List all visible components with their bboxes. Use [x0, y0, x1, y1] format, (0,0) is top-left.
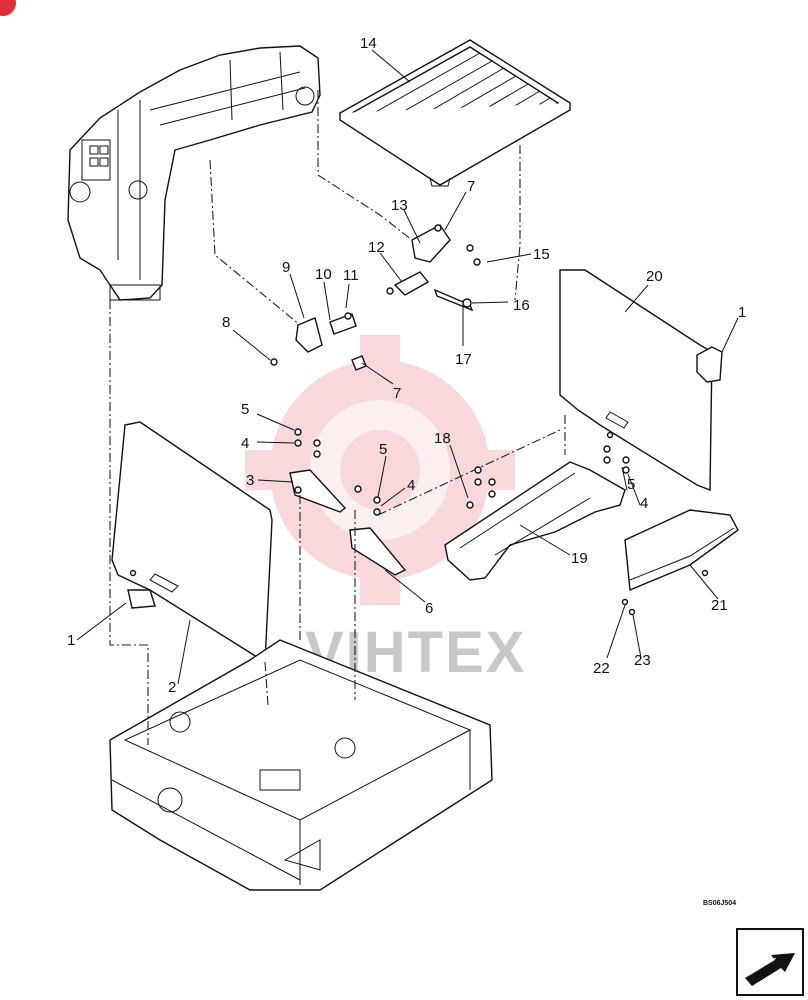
callout-17: 17: [455, 351, 472, 368]
callout-4-left: 4: [241, 435, 249, 452]
callout-20: 20: [646, 268, 663, 285]
callout-13: 13: [391, 197, 408, 214]
callout-12: 12: [368, 239, 385, 256]
callout-22: 22: [593, 660, 610, 677]
corner-badge: [0, 0, 16, 16]
callout-14: 14: [360, 35, 377, 52]
callout-18: 18: [434, 430, 451, 447]
callout-11: 11: [343, 267, 359, 284]
callout-1-left: 1: [67, 632, 75, 649]
callout-2: 2: [168, 679, 176, 696]
part-19-floor-plate: [444, 461, 626, 581]
callout-4-center: 4: [407, 477, 415, 494]
watermark-gear-icon: [245, 335, 515, 605]
next-page-arrow-icon[interactable]: [736, 928, 804, 996]
callout-5-center: 5: [379, 441, 387, 458]
hardware: [294, 428, 709, 616]
bracket-assembly: [270, 312, 367, 371]
part-6-plate: [349, 527, 407, 576]
latch-assembly: [386, 224, 481, 312]
part-20-right-panel: [559, 269, 723, 492]
callout-6: 6: [425, 600, 433, 617]
callout-4-right: 4: [640, 495, 648, 512]
part-14-grille: [338, 39, 572, 187]
alignment-lines: [109, 90, 566, 745]
part-3-plate: [289, 469, 347, 513]
callout-19: 19: [571, 550, 588, 567]
part-21-cover: [624, 509, 739, 592]
callout-10: 10: [315, 266, 332, 283]
leader-lines: [76, 49, 739, 685]
callout-16: 16: [513, 297, 530, 314]
callout-23: 23: [634, 652, 651, 669]
cab-frame-structure: [67, 45, 321, 301]
callout-3: 3: [246, 472, 254, 489]
base-frame: [109, 639, 493, 891]
callout-7: 7: [467, 178, 475, 195]
callout-1-right: 1: [738, 304, 746, 321]
callout-7-lower: 7: [393, 385, 401, 402]
callout-9: 9: [282, 259, 290, 276]
drawing-code: BS06J504: [703, 900, 736, 907]
callout-8: 8: [222, 314, 230, 331]
callout-5-right: 5: [627, 476, 635, 493]
watermark: VIHTEX: [245, 335, 525, 685]
callout-labels: 14 7 13 12 15 16 17 20 1 9 10 11 8 7 5 4…: [67, 35, 746, 696]
callout-5-left: 5: [241, 401, 249, 418]
callout-15: 15: [533, 246, 550, 263]
callout-21: 21: [711, 597, 728, 614]
